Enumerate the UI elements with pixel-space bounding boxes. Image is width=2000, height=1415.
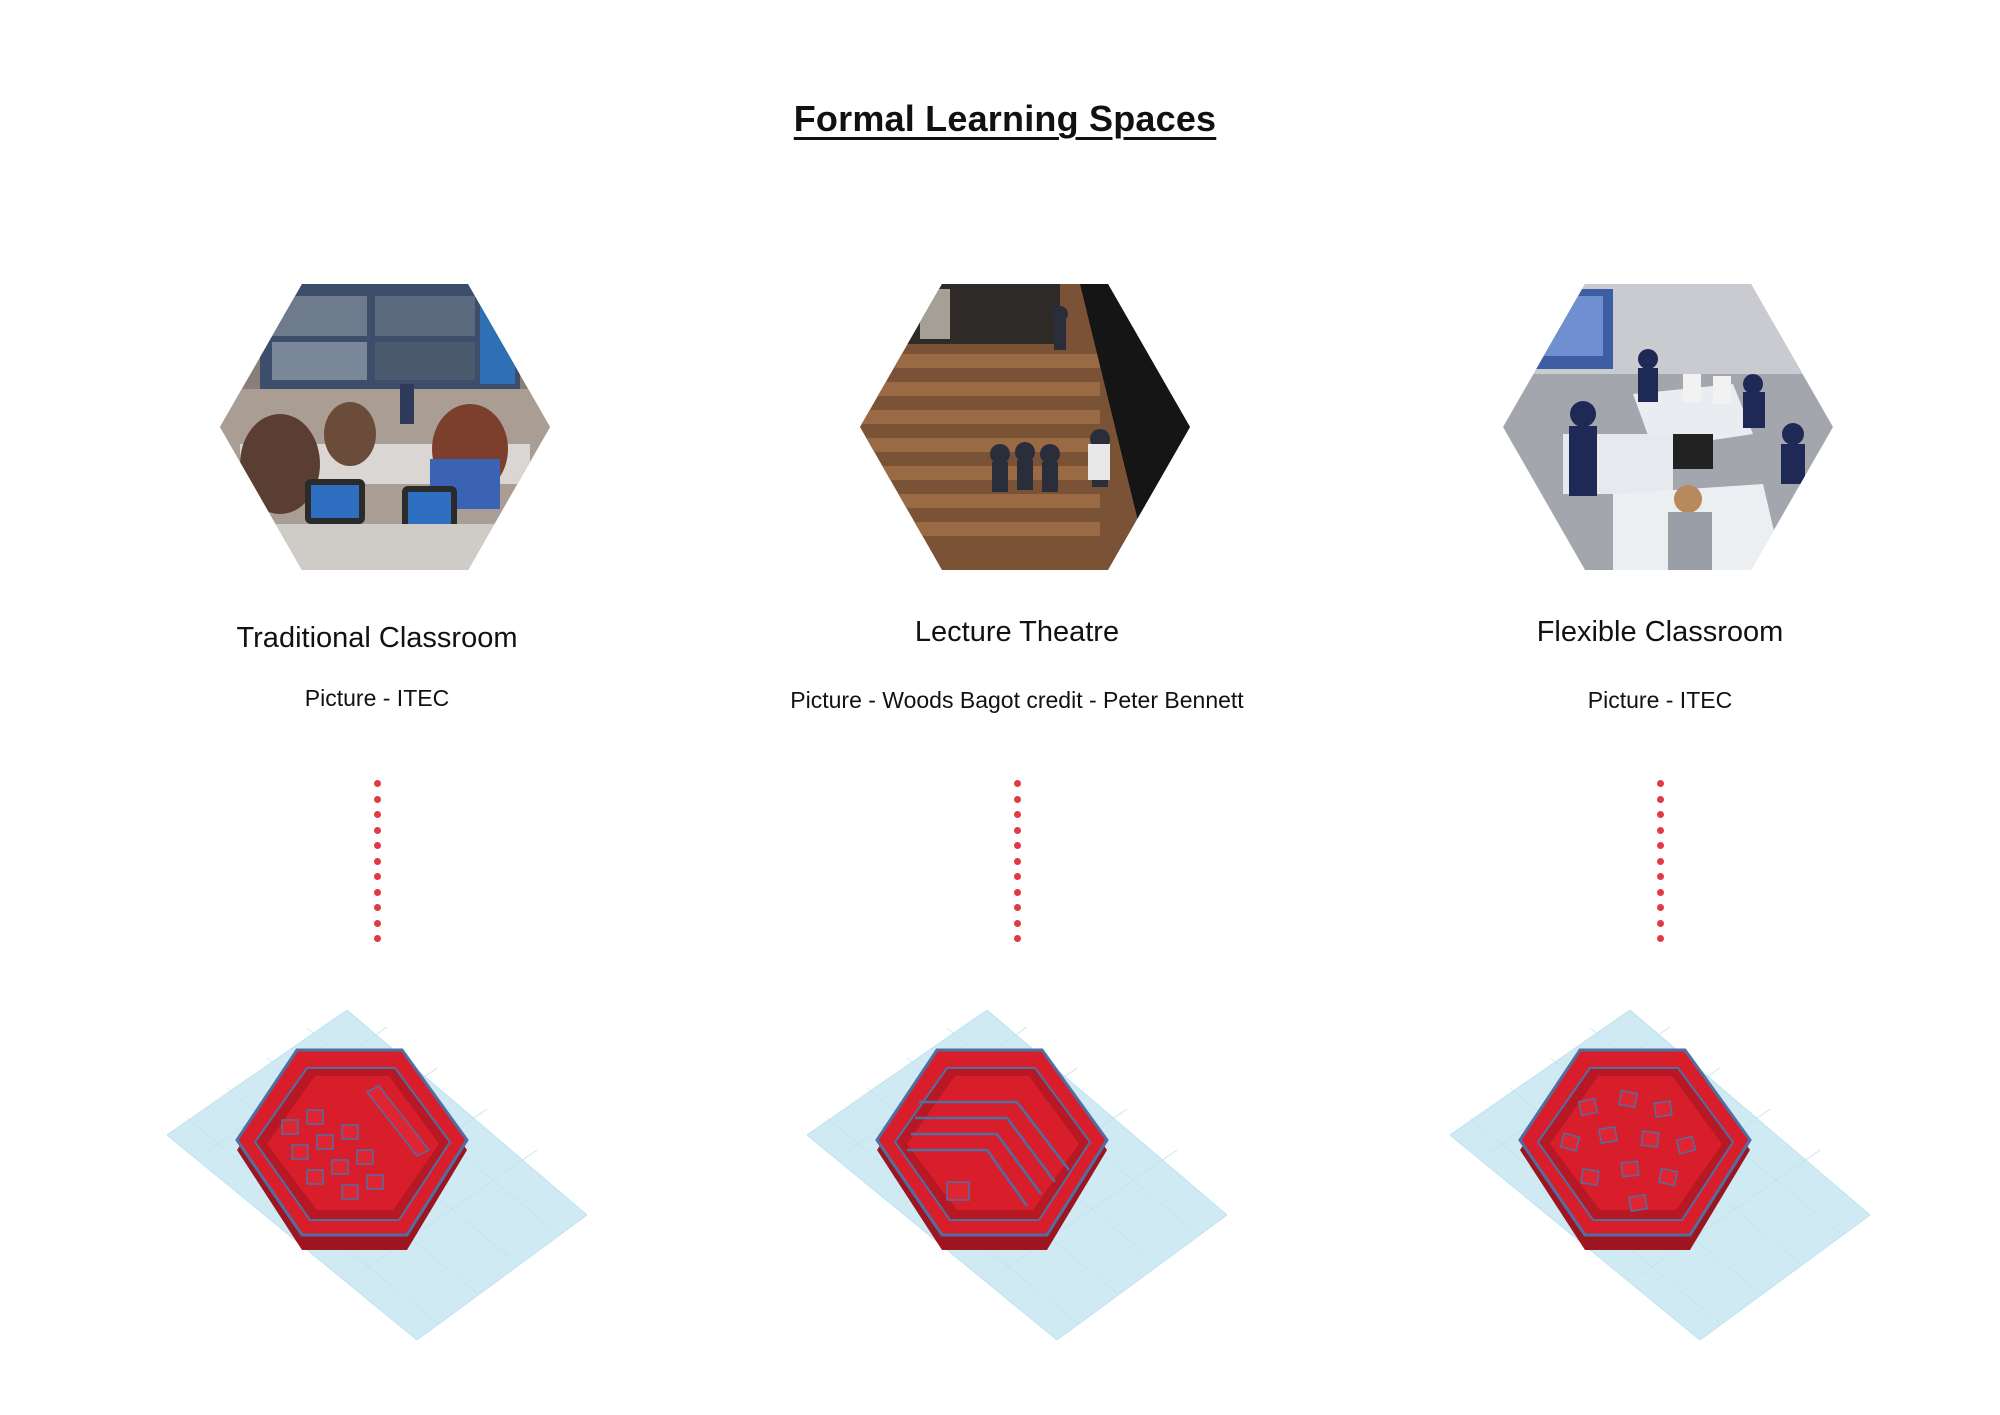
connector-dot [1657, 904, 1664, 911]
hexagon-flexible-classroom-model [1450, 1010, 1870, 1340]
hexagon-classroom-model [167, 1010, 587, 1340]
photo-credit: Picture - ITEC [304, 685, 450, 711]
card-lecture-theatre: Lecture Theatre Picture - Woods Bagot cr… [697, 0, 1337, 1415]
connector-dot [1014, 888, 1021, 896]
connector-dot [374, 826, 381, 834]
connector-dot [374, 919, 381, 927]
connector-dot [1657, 919, 1664, 927]
dotted-connector [1657, 780, 1665, 942]
connector-dot [374, 904, 381, 911]
connector-dot [1657, 780, 1664, 787]
classroom-photo [220, 284, 550, 570]
card-title: Flexible Classroom [1536, 616, 1784, 648]
connector-dot [374, 780, 381, 787]
connector-dot [1657, 795, 1664, 803]
hexagon-lecture-theatre-model [807, 1010, 1227, 1340]
connector-dot [374, 888, 381, 896]
card-flexible-classroom: Flexible Classroom Picture - ITEC [1340, 0, 1980, 1415]
connector-dot [374, 811, 381, 818]
connector-dot [1657, 873, 1664, 880]
card-title: Lecture Theatre [914, 616, 1120, 648]
connector-dot [1014, 811, 1021, 818]
connector-dot [1014, 904, 1021, 911]
connector-dot [1657, 935, 1664, 942]
dotted-connector [1014, 780, 1022, 942]
connector-dot [1657, 811, 1664, 818]
connector-dot [1657, 826, 1664, 834]
flexible-classroom-photo [1503, 284, 1833, 570]
connector-dot [1014, 873, 1021, 880]
connector-dot [1657, 842, 1664, 849]
connector-dot [1014, 780, 1021, 787]
connector-dot [1657, 857, 1664, 865]
card-traditional-classroom: Traditional Classroom Picture - ITEC [57, 0, 697, 1415]
connector-dot [1014, 826, 1021, 834]
photo-credit: Picture - Woods Bagot credit - Peter Ben… [790, 687, 1244, 713]
lecture-theatre-photo [860, 284, 1190, 570]
connector-dot [374, 935, 381, 942]
connector-dot [374, 795, 381, 803]
card-title: Traditional Classroom [236, 622, 518, 654]
connector-dot [374, 873, 381, 880]
connector-dot [1014, 857, 1021, 865]
connector-dot [374, 842, 381, 849]
connector-dot [1014, 919, 1021, 927]
connector-dot [374, 857, 381, 865]
page-title: Formal Learning Spaces [793, 98, 1217, 139]
connector-dot [1657, 888, 1664, 896]
connector-dot [1014, 842, 1021, 849]
dotted-connector [374, 780, 382, 942]
connector-dot [1014, 795, 1021, 803]
photo-credit: Picture - ITEC [1587, 687, 1733, 713]
connector-dot [1014, 935, 1021, 942]
